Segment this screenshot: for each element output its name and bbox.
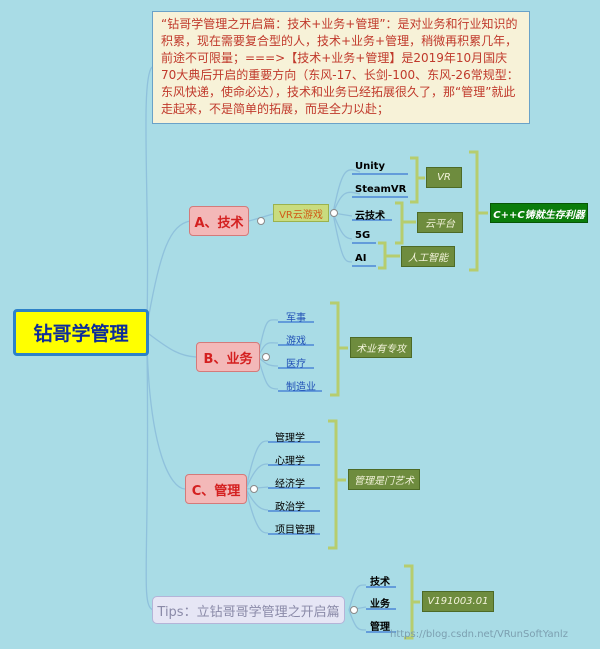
connector-root-intro bbox=[145, 66, 153, 321]
branch-tips[interactable]: Tips：立钻哥哥学管理之开启篇 bbox=[152, 596, 345, 624]
connector-root-tech bbox=[146, 220, 191, 327]
tag-specialization[interactable]: 术业有专攻 bbox=[350, 337, 412, 358]
connector-vrcloud-unity bbox=[332, 169, 361, 214]
leaf-economics[interactable]: 经济学 bbox=[275, 479, 305, 490]
branch-tech[interactable]: A、技术 bbox=[189, 206, 249, 236]
leaf-politics[interactable]: 政治学 bbox=[275, 502, 305, 513]
bracket-management bbox=[328, 419, 346, 550]
leaf-steamvr[interactable]: SteamVR bbox=[355, 184, 407, 195]
bracket-tips bbox=[404, 564, 420, 640]
root-node[interactable]: 钻哥学管理 bbox=[13, 309, 149, 356]
bracket-vr bbox=[410, 156, 425, 204]
expand-knob-management bbox=[250, 485, 258, 493]
watermark: https://blog.csdn.net/VRunSoftYanlz bbox=[390, 629, 568, 640]
summary-final[interactable]: C++C铸就生存利器 bbox=[490, 203, 588, 223]
leaf-project-management[interactable]: 项目管理 bbox=[275, 525, 315, 536]
tag-ai[interactable]: 人工智能 bbox=[401, 246, 455, 267]
connector-root-tips bbox=[145, 349, 154, 611]
leaf-unity[interactable]: Unity bbox=[355, 161, 385, 172]
tag-version[interactable]: V191003.01 bbox=[422, 591, 494, 612]
node-vr-cloud-gaming[interactable]: VR云游戏 bbox=[273, 204, 329, 222]
branch-business[interactable]: B、业务 bbox=[196, 342, 260, 372]
leaf-manufacturing[interactable]: 制造业 bbox=[286, 382, 316, 393]
leaf-management-science[interactable]: 管理学 bbox=[275, 433, 305, 444]
connector-root-management bbox=[146, 344, 186, 490]
tag-management-art[interactable]: 管理是门艺术 bbox=[348, 469, 420, 490]
expand-knob-tech bbox=[257, 217, 265, 225]
connector-vrcloud-steamvr bbox=[332, 191, 361, 214]
leaf-military[interactable]: 军事 bbox=[286, 313, 306, 324]
expand-knob-business bbox=[262, 353, 270, 361]
leaf-tips-tech[interactable]: 技术 bbox=[370, 577, 390, 588]
intro-note: “钻哥学管理之开启篇：技术+业务+管理”：是对业务和行业知识的积累，现在需要复合… bbox=[152, 11, 530, 124]
tag-cloud-platform[interactable]: 云平台 bbox=[417, 212, 463, 233]
leaf-tips-management[interactable]: 管理 bbox=[370, 622, 390, 633]
connector-root-business bbox=[148, 333, 197, 358]
expand-knob-vrcloud bbox=[330, 209, 338, 217]
connector-vrcloud-ai bbox=[332, 212, 353, 263]
tag-vr[interactable]: VR bbox=[426, 167, 462, 188]
bracket-final bbox=[469, 150, 488, 272]
leaf-ai[interactable]: AI bbox=[355, 253, 367, 264]
leaf-tips-business[interactable]: 业务 bbox=[370, 599, 390, 610]
expand-knob-tips bbox=[350, 606, 358, 614]
leaf-gaming[interactable]: 游戏 bbox=[286, 336, 306, 347]
connector-vrcloud-5g bbox=[332, 212, 353, 240]
leaf-psychology[interactable]: 心理学 bbox=[275, 456, 305, 467]
leaf-cloud-tech[interactable]: 云技术 bbox=[355, 211, 385, 222]
leaf-medical[interactable]: 医疗 bbox=[286, 359, 306, 370]
bracket-cloud bbox=[395, 201, 416, 245]
bracket-ai bbox=[378, 241, 400, 270]
connector-management-items bbox=[245, 440, 269, 490]
bracket-business bbox=[330, 301, 348, 397]
leaf-5g[interactable]: 5G bbox=[355, 230, 371, 241]
connector-tips-items bbox=[348, 584, 367, 611]
branch-management[interactable]: C、管理 bbox=[185, 474, 247, 504]
